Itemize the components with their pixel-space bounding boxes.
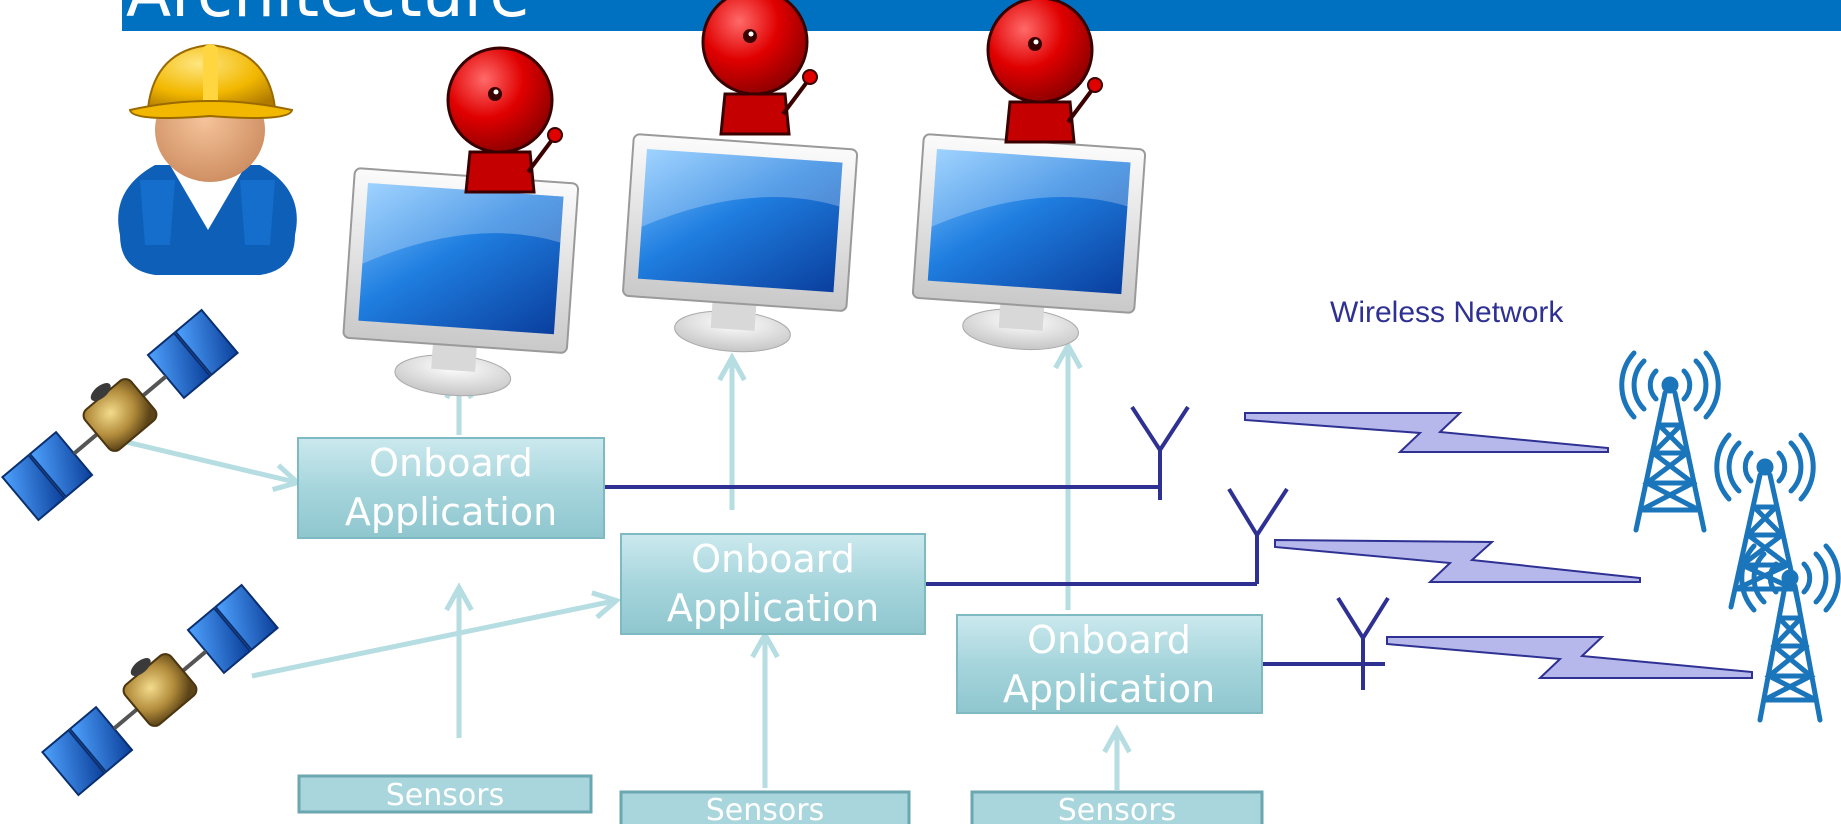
alarm-bell-icon	[446, 46, 563, 194]
data-flow-arrows	[117, 348, 1117, 790]
radio-tower-icon	[1739, 543, 1841, 723]
satellite-icon	[1, 308, 239, 522]
onboard-box-label-line2: Application	[345, 490, 557, 534]
page-title: Architecture	[126, 0, 530, 32]
construction-worker-icon	[118, 43, 297, 275]
wireless-signals	[1244, 412, 1753, 679]
onboard-application-box: Onboard Application	[297, 437, 605, 539]
computer-monitor-icon	[911, 133, 1147, 351]
lightning-signal-icon	[1244, 412, 1609, 453]
computer-monitor-icon	[622, 133, 859, 353]
onboard-box-label-line1: Onboard	[691, 537, 855, 581]
onboard-box-label-line2: Application	[1003, 667, 1215, 711]
radio-towers	[1619, 350, 1841, 723]
satellite-icon	[41, 583, 279, 797]
radio-tower-icon	[1619, 350, 1721, 533]
onboard-application-box: Onboard Application	[956, 614, 1263, 714]
sensors-label: Sensors	[386, 778, 504, 813]
lightning-signal-icon	[1274, 538, 1641, 583]
sensors-box: Sensors	[619, 790, 911, 824]
antenna-icon	[1130, 405, 1190, 500]
antennas	[1130, 405, 1390, 690]
onboard-box-label-line1: Onboard	[369, 441, 533, 485]
satellite-to-app-2-arrow	[251, 601, 614, 679]
antenna-icon	[1336, 596, 1390, 690]
sensors-label: Sensors	[1058, 793, 1176, 824]
sensors-box: Sensors	[970, 790, 1264, 824]
network-label: Wireless Network	[1330, 296, 1564, 329]
onboard-application-box: Onboard Application	[620, 533, 926, 635]
antenna-icon	[1227, 487, 1289, 584]
satellite-to-app-1-arrow	[117, 437, 295, 482]
sensors-label: Sensors	[706, 793, 824, 824]
sensors-box: Sensors	[297, 774, 593, 814]
computer-monitor-icon	[342, 167, 580, 397]
onboard-box-label-line2: Application	[667, 586, 879, 630]
onboard-box-label-line1: Onboard	[1027, 618, 1191, 662]
radio-tower-icon	[1714, 432, 1816, 610]
title-banner	[122, 0, 1841, 31]
alarm-bell-icon	[986, 0, 1103, 144]
lightning-signal-icon	[1386, 636, 1753, 679]
title-bar: Architecture	[0, 0, 1841, 32]
alarm-bell-icon	[701, 0, 818, 136]
